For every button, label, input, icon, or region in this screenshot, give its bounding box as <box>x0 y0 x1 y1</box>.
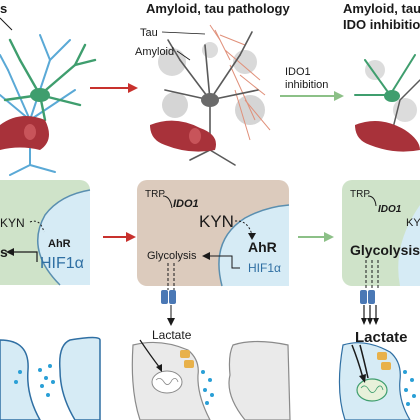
middle-ahr: AhR <box>248 239 277 255</box>
left-partial: s <box>0 244 8 260</box>
middle-kyn: KYN <box>199 212 234 231</box>
right-cell-panel: TRP IDO1 KY Glycolysis <box>342 180 420 290</box>
header-right-line1: Amyloid, tau p <box>343 1 420 16</box>
middle-glycolysis: Glycolysis <box>147 250 197 262</box>
middle-ido1: IDO1 <box>173 198 199 210</box>
middle-neuron-illustration: Tau Amyloid <box>135 24 271 166</box>
middle-lactate: Lactate <box>152 328 192 342</box>
right-ido1: IDO1 <box>378 204 402 215</box>
right-transporter <box>360 290 379 325</box>
left-ahr: AhR <box>48 238 71 250</box>
middle-hif: HIF1α <box>248 261 281 275</box>
right-trp: TRP <box>350 189 370 200</box>
header-left-partial: s <box>0 1 7 16</box>
middle-synapse <box>131 339 291 420</box>
middle-trp: TRP <box>145 189 165 200</box>
top-green-arrow: IDO1 inhibition <box>280 66 344 101</box>
middle-green-arrow <box>298 232 334 242</box>
left-hif: HIF1α <box>40 255 84 272</box>
left-cell-panel: KYN AhR HIF1α s <box>0 180 91 286</box>
amyloid-label: Amyloid <box>135 46 174 58</box>
header-right-line2: IDO inhibition <box>343 17 420 32</box>
middle-cell-panel: TRP IDO1 KYN AhR HIF1α Glycolysis <box>137 180 290 290</box>
right-glycolysis: Glycolysis <box>350 242 420 258</box>
right-synapse <box>338 342 416 420</box>
left-kyn: KYN <box>0 216 25 230</box>
ido1-inhibition-line2: inhibition <box>285 79 328 91</box>
right-neuron-illustration <box>354 54 420 152</box>
middle-red-arrow <box>103 232 136 242</box>
right-kyn: KY <box>406 217 420 229</box>
right-lactate: Lactate <box>355 329 408 346</box>
top-red-arrow <box>90 83 138 93</box>
header-middle: Amyloid, tau pathology <box>146 1 290 16</box>
tau-label: Tau <box>140 27 158 39</box>
middle-transporter <box>161 290 176 326</box>
left-synapse <box>0 336 101 420</box>
left-neuron-illustration <box>0 17 97 176</box>
ido1-inhibition-line1: IDO1 <box>285 66 311 78</box>
